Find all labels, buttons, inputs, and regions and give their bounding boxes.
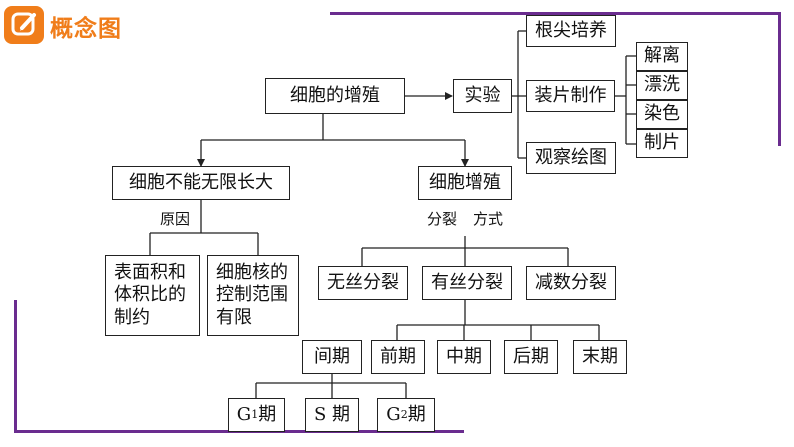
node-staining: 染色 [636, 100, 688, 129]
node-nucleus-control-range: 细胞核的控制范围有限 [207, 255, 299, 336]
node-telophase: 末期 [573, 340, 627, 374]
node-cell-proliferation: 细胞增殖 [418, 166, 512, 200]
node-slide-prep: 制片 [636, 129, 688, 158]
node-meiosis: 减数分裂 [526, 266, 616, 300]
frame-top-line [330, 12, 781, 15]
node-amitosis: 无丝分裂 [318, 266, 408, 300]
node-prophase: 前期 [371, 340, 425, 374]
label-division: 分裂 [427, 210, 458, 228]
g2-main: G [386, 403, 401, 425]
node-cell-cannot-grow-unlimited: 细胞不能无限长大 [112, 166, 290, 200]
node-surface-volume-ratio: 表面积和体积比的制约 [105, 255, 200, 336]
node-dissociation: 解离 [636, 42, 688, 71]
frame-right-line [778, 12, 781, 146]
g1-subscript: 1 [251, 408, 259, 422]
g2-subscript: 2 [400, 408, 408, 422]
node-slide-making: 装片制作 [526, 80, 615, 112]
node-mitosis: 有丝分裂 [422, 266, 512, 300]
g2-tail: 期 [407, 403, 426, 425]
node-observe-draw: 观察绘图 [526, 142, 616, 174]
node-rinsing: 漂洗 [636, 71, 688, 100]
node-anaphase: 后期 [504, 340, 558, 374]
node-root-tip-culture: 根尖培养 [526, 15, 616, 47]
node-interphase: 间期 [302, 340, 362, 374]
node-experiment: 实验 [453, 79, 512, 113]
frame-left-line [14, 300, 17, 433]
logo-title: 概念图 [50, 16, 122, 42]
pencil-edit-icon [4, 6, 44, 44]
label-method: 方式 [473, 210, 504, 228]
label-reason: 原因 [160, 210, 191, 228]
g1-tail: 期 [258, 403, 277, 425]
node-metaphase: 中期 [437, 340, 491, 374]
g1-main: G [236, 403, 252, 425]
node-s-phase: S 期 [305, 398, 359, 432]
node-cell-proliferation-root: 细胞的增殖 [265, 78, 405, 114]
